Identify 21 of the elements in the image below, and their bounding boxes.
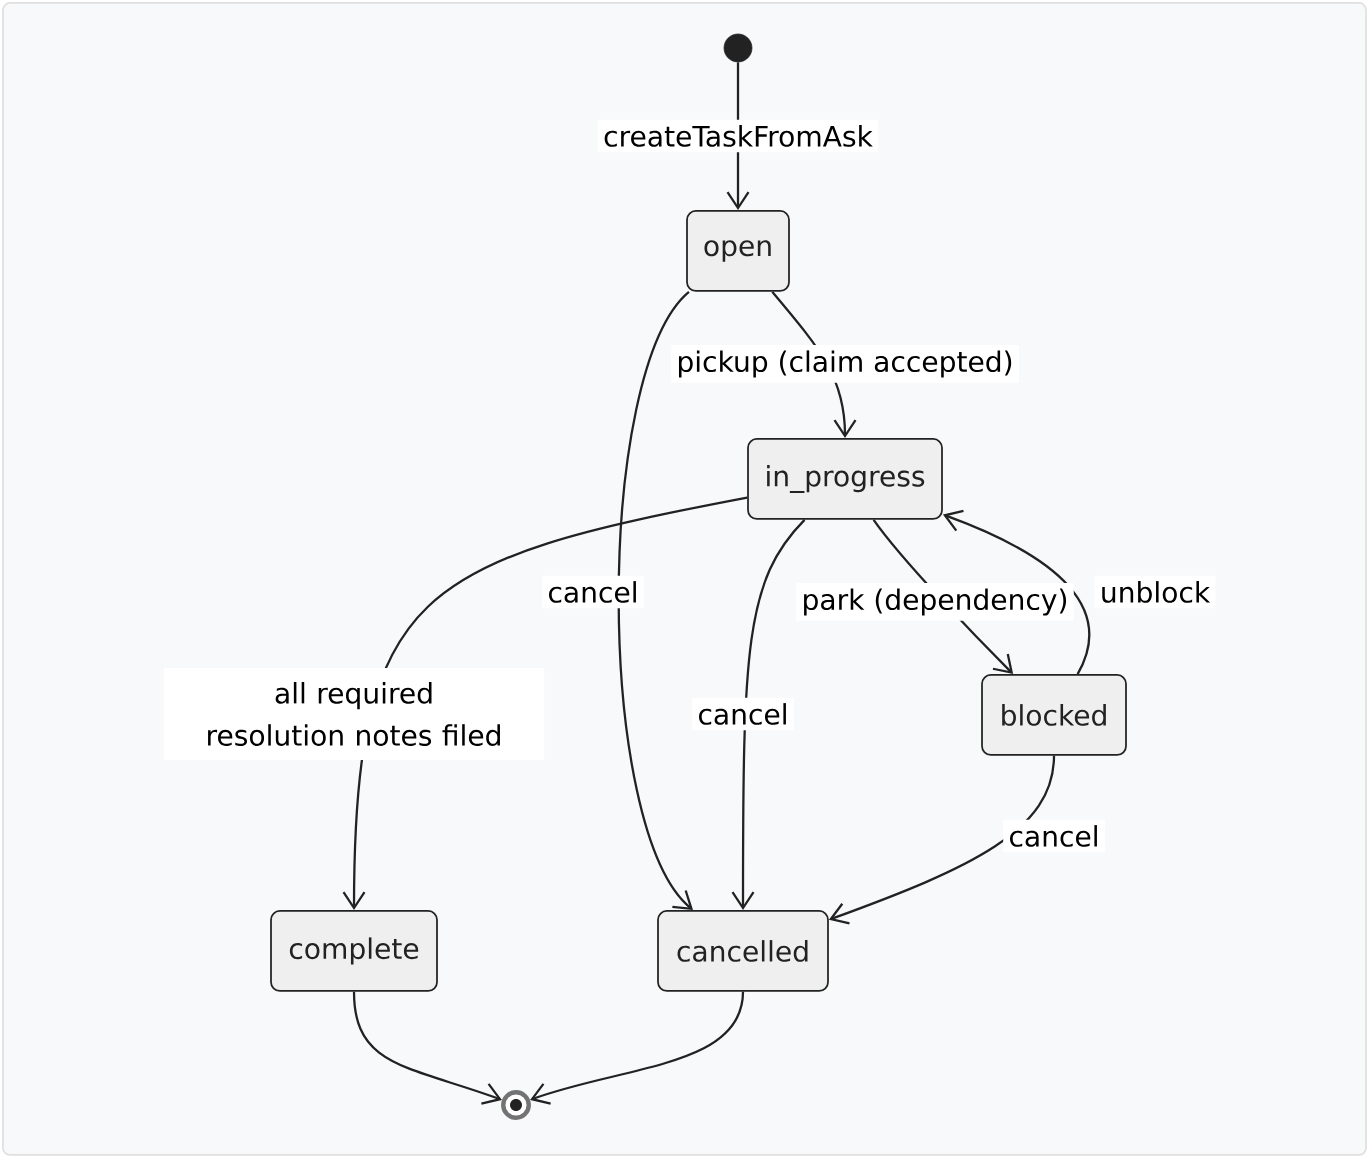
state-box: in_progress bbox=[747, 438, 943, 520]
edge-label: cancel bbox=[692, 697, 794, 731]
arrow bbox=[942, 509, 1091, 675]
start-dot bbox=[723, 33, 753, 63]
state-box: cancelled bbox=[657, 910, 829, 992]
end-bullseye bbox=[501, 1090, 531, 1120]
arrow bbox=[352, 991, 502, 1105]
state-box: complete bbox=[270, 910, 438, 992]
state-box: blocked bbox=[981, 674, 1127, 756]
edge-label: unblock bbox=[1094, 575, 1216, 609]
arrow bbox=[828, 755, 1056, 925]
arrow bbox=[731, 519, 806, 911]
edge-label: cancel bbox=[1003, 819, 1105, 853]
edge-label: createTaskFromAsk bbox=[597, 119, 879, 153]
edge-label: pickup (claim accepted) bbox=[671, 345, 1019, 383]
edge-label: park (dependency) bbox=[796, 583, 1074, 621]
edge-label: cancel bbox=[542, 575, 644, 609]
edge-label: all required resolution notes filed bbox=[163, 667, 545, 760]
state-box: open bbox=[686, 210, 790, 292]
arrow bbox=[530, 991, 745, 1105]
arrow bbox=[617, 291, 694, 911]
